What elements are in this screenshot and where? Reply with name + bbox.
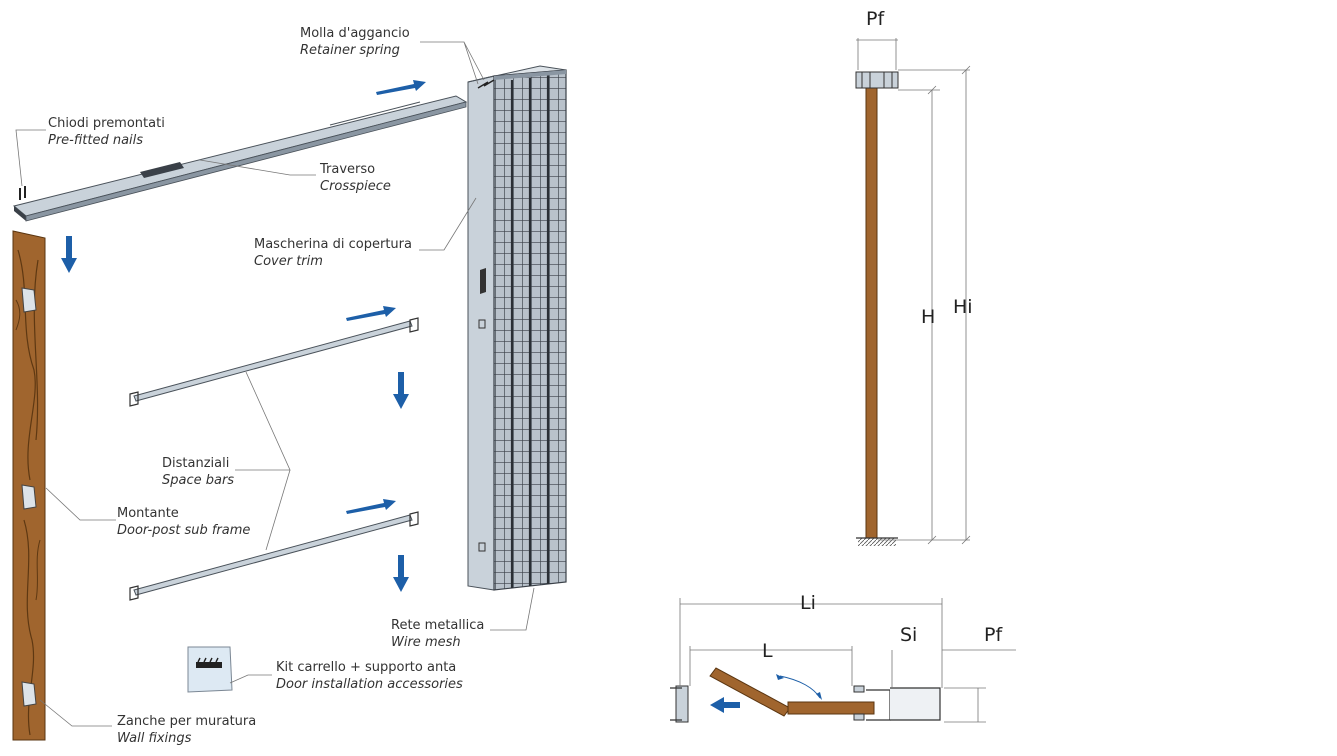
- label-english: Wall fixings: [117, 731, 192, 746]
- arrow-down-icon: [393, 372, 409, 409]
- label-italian: Molla d'aggancio: [300, 26, 410, 41]
- arrow-down-icon: [393, 555, 409, 592]
- arrow-right-icon: [346, 306, 396, 321]
- label-italian: Kit carrello + supporto anta: [276, 660, 457, 675]
- label-italian: Zanche per muratura: [117, 714, 257, 729]
- elevation-view: [855, 38, 971, 546]
- arrow-right-icon: [346, 499, 396, 514]
- label-italian: Traverso: [320, 162, 376, 177]
- arrow-down-icon: [61, 236, 77, 273]
- label-italian: Mascherina di copertura: [254, 237, 412, 252]
- wall-fixing-clip: [21, 287, 37, 707]
- space-bar-lower: [129, 511, 419, 601]
- movement-arrows: [61, 80, 740, 713]
- dimension-si: Si: [900, 624, 918, 646]
- dimension-h: H: [921, 306, 936, 328]
- label-english: Door-post sub frame: [117, 523, 251, 538]
- arrow-right-icon: [376, 80, 426, 95]
- plan-view: [670, 598, 1016, 723]
- label-english: Retainer spring: [300, 43, 400, 58]
- dimension-li: Li: [800, 592, 816, 614]
- label-crosspiece: Traverso Crosspiece: [320, 161, 391, 195]
- pre-fitted-nails: [19, 186, 26, 200]
- dimension-pf-elevation: Pf: [866, 8, 885, 30]
- dimension-l: L: [762, 640, 773, 662]
- dimension-pf-plan: Pf: [984, 624, 1003, 646]
- label-italian: Chiodi premontati: [48, 116, 165, 131]
- label-installation-kit: Kit carrello + supporto anta Door instal…: [276, 659, 463, 693]
- space-bar-upper: [129, 317, 419, 407]
- label-italian: Montante: [117, 506, 179, 521]
- leader-lines: [15, 41, 535, 727]
- label-italian: Rete metallica: [391, 618, 485, 633]
- label-english: Door installation accessories: [276, 677, 463, 692]
- retainer-spring: [477, 79, 495, 89]
- label-wall-fixings: Zanche per muratura Wall fixings: [117, 713, 256, 747]
- label-door-post: Montante Door-post sub frame: [117, 505, 250, 539]
- label-english: Cover trim: [254, 254, 323, 269]
- arrow-left-icon: [710, 697, 740, 713]
- dimension-hi: Hi: [953, 296, 973, 318]
- label-english: Crosspiece: [320, 179, 391, 194]
- label-pre-fitted-nails: Chiodi premontati Pre-fitted nails: [48, 115, 165, 149]
- crosspiece-rail: [12, 95, 468, 222]
- label-english: Space bars: [162, 473, 235, 488]
- label-cover-trim: Mascherina di copertura Cover trim: [254, 236, 412, 270]
- label-wire-mesh: Rete metallica Wire mesh: [391, 617, 484, 651]
- label-english: Wire mesh: [391, 635, 461, 650]
- label-space-bars: Distanziali Space bars: [162, 455, 234, 489]
- label-italian: Distanziali: [162, 456, 230, 471]
- accessories-kit-bag: [187, 646, 233, 693]
- label-retainer-spring: Molla d'aggancio Retainer spring: [300, 25, 410, 59]
- label-english: Pre-fitted nails: [48, 133, 144, 148]
- wire-mesh-panel: [493, 69, 567, 591]
